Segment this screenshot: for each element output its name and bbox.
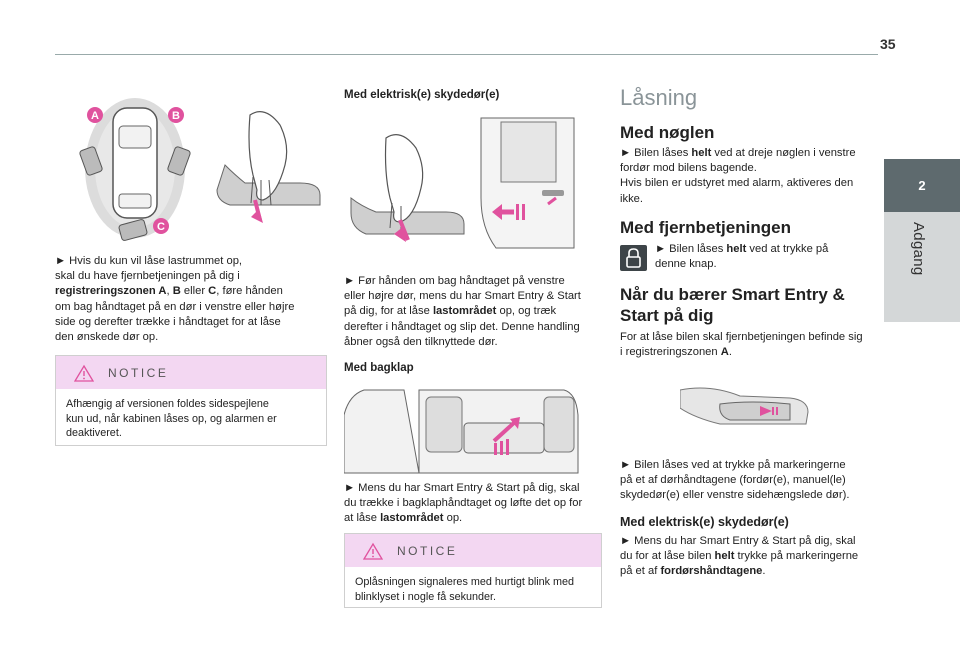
warning-icon	[363, 542, 383, 560]
key-paragraph: ► Bilen låses helt ved at dreje nøglen i…	[620, 147, 856, 205]
chapter-tab-side	[884, 212, 960, 322]
col2-paragraph-1: ► Før hånden om bag håndtaget på venstre…	[344, 275, 581, 348]
col1-paragraph: ► Hvis du kun vil låse lastrummet op, sk…	[55, 255, 295, 344]
sliding-door-illustration	[346, 108, 576, 256]
tailgate-illustration	[344, 385, 584, 475]
chapter-tab-active[interactable]: 2	[884, 159, 960, 212]
zone-b-label: B	[172, 110, 180, 122]
col1-notice-box: NOTICE Afhængig af versionen foldes side…	[55, 355, 327, 446]
heading-smart-entry: Når du bærer Smart Entry & Start på dig	[620, 285, 845, 325]
smart-paragraph: For at låse bilen skal fjernbetjeningen …	[620, 331, 863, 359]
notice-title: NOTICE	[397, 543, 458, 558]
notice-title: NOTICE	[108, 365, 169, 380]
heading-with-key: Med nøglen	[620, 123, 715, 142]
detection-zones-illustration: A B C	[75, 98, 200, 246]
notice-line: Oplåsningen signaleres med hurtigt blink…	[355, 576, 575, 588]
notice-line: blinklyset i nogle få sekunder.	[355, 590, 497, 603]
notice-line: deaktiveret.	[66, 427, 122, 439]
hand-handle-illustration-1	[205, 105, 325, 225]
chapter-tab-label: Adgang	[910, 222, 927, 276]
col2-notice-box: NOTICE Oplåsningen signaleres med hurtig…	[344, 533, 602, 608]
page-number: 35	[880, 36, 896, 52]
handle-press-illustration	[680, 378, 815, 436]
section-title: Låsning	[620, 85, 698, 110]
zone-c-label: C	[157, 221, 165, 233]
header-rule	[55, 54, 878, 55]
col2-heading-tailgate: Med bagklap	[344, 362, 414, 374]
col2-heading-sliding: Med elektrisk(e) skydedør(e)	[344, 89, 500, 101]
heading-sliding-lock: Med elektrisk(e) skydedør(e)	[620, 515, 789, 529]
col2-paragraph-2: ► Mens du har Smart Entry & Start på dig…	[344, 482, 583, 525]
markings-paragraph: ► Bilen låses ved at trykke på markering…	[620, 459, 850, 502]
heading-with-remote: Med fjernbetjeningen	[620, 218, 791, 237]
lock-button-icon	[620, 245, 647, 271]
remote-paragraph: ► Bilen låses helt ved at trykke på denn…	[655, 243, 829, 271]
notice-line: kun ud, når kabinen låses op, og alarmen…	[66, 412, 277, 425]
notice-line: Afhængig af versionen foldes sidespejlen…	[66, 398, 269, 410]
warning-icon	[74, 364, 94, 382]
zone-a-label: A	[91, 110, 99, 122]
sliding-lock-paragraph: ► Mens du har Smart Entry & Start på dig…	[620, 535, 859, 578]
